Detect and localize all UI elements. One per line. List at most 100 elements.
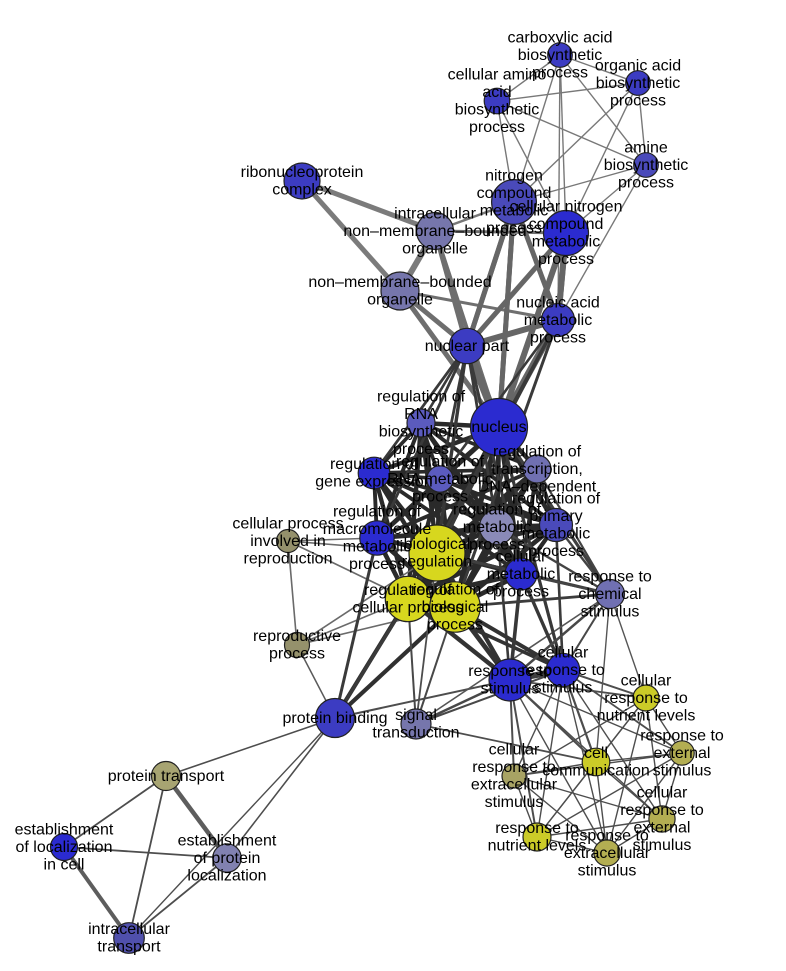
svg-text:intracellular: intracellular <box>394 205 476 222</box>
svg-text:acid: acid <box>482 84 511 101</box>
svg-text:signal: signal <box>395 707 437 724</box>
svg-text:localization: localization <box>187 867 266 884</box>
svg-text:biosynthetic: biosynthetic <box>379 424 464 441</box>
svg-text:process: process <box>412 488 468 505</box>
svg-text:response to: response to <box>604 690 688 707</box>
svg-text:carboxylic acid: carboxylic acid <box>508 29 613 46</box>
svg-text:process: process <box>538 251 594 268</box>
svg-text:cellular amino: cellular amino <box>448 67 547 84</box>
svg-text:stimulus: stimulus <box>534 679 593 696</box>
svg-text:stimulus: stimulus <box>481 681 540 698</box>
svg-text:regulation of: regulation of <box>330 456 419 473</box>
svg-text:process: process <box>486 220 542 237</box>
svg-text:process: process <box>269 646 325 663</box>
svg-text:biological: biological <box>404 536 471 553</box>
svg-text:nuclear part: nuclear part <box>425 338 510 355</box>
svg-text:cellular: cellular <box>621 672 672 689</box>
svg-text:biological: biological <box>422 599 489 616</box>
svg-text:metabolic: metabolic <box>343 539 411 556</box>
svg-text:gene expression: gene expression <box>315 474 432 491</box>
svg-text:reproduction: reproduction <box>244 550 333 567</box>
svg-text:regulation of: regulation of <box>493 443 582 460</box>
svg-text:chemical: chemical <box>578 586 641 603</box>
svg-text:process: process <box>393 441 449 458</box>
svg-text:process: process <box>610 92 666 109</box>
svg-text:RNA: RNA <box>404 406 438 423</box>
svg-text:metabolic: metabolic <box>524 312 592 329</box>
svg-text:stimulus: stimulus <box>485 794 544 811</box>
svg-text:organelle: organelle <box>402 240 468 257</box>
svg-text:extracellular: extracellular <box>564 845 651 862</box>
svg-text:regulation of: regulation of <box>364 582 453 599</box>
svg-text:macromolecule: macromolecule <box>323 521 432 538</box>
svg-text:stimulus: stimulus <box>578 862 637 879</box>
svg-text:organic acid: organic acid <box>595 57 681 74</box>
svg-text:organelle: organelle <box>367 292 433 309</box>
svg-text:biosynthetic: biosynthetic <box>604 157 689 174</box>
svg-text:metabolic: metabolic <box>487 566 555 583</box>
svg-text:response to: response to <box>521 662 605 679</box>
svg-text:response to: response to <box>565 827 649 844</box>
svg-text:process: process <box>618 174 674 191</box>
svg-text:cellular: cellular <box>496 548 547 565</box>
svg-text:process: process <box>493 583 549 600</box>
svg-text:cellular: cellular <box>637 785 688 802</box>
svg-text:cellular nitrogen: cellular nitrogen <box>510 199 623 216</box>
svg-text:compound: compound <box>477 185 552 202</box>
svg-text:nitrogen: nitrogen <box>485 168 543 185</box>
svg-text:regulation of: regulation of <box>411 581 500 598</box>
svg-text:extracellular: extracellular <box>471 777 558 794</box>
svg-text:response to: response to <box>495 820 579 837</box>
svg-text:amine: amine <box>624 139 668 156</box>
svg-text:communication: communication <box>542 763 650 780</box>
svg-text:biosynthetic: biosynthetic <box>596 75 681 92</box>
svg-text:regulation of: regulation of <box>377 389 466 406</box>
svg-text:nutrient levels: nutrient levels <box>597 707 696 724</box>
svg-text:reproductive: reproductive <box>253 628 341 645</box>
svg-text:biosynthetic: biosynthetic <box>455 102 540 119</box>
svg-text:protein transport: protein transport <box>108 768 225 785</box>
svg-text:involved in: involved in <box>250 533 326 550</box>
svg-text:stimulus: stimulus <box>653 762 712 779</box>
svg-text:stimulus: stimulus <box>581 603 640 620</box>
svg-text:regulation of: regulation of <box>512 491 601 508</box>
svg-text:metabolic: metabolic <box>480 203 548 220</box>
svg-text:transcription,: transcription, <box>491 461 583 478</box>
svg-text:regulation of: regulation of <box>453 501 542 518</box>
svg-text:metabolic: metabolic <box>522 526 590 543</box>
svg-text:cellular: cellular <box>538 644 589 661</box>
svg-text:ribonucleoprotein: ribonucleoprotein <box>241 164 364 181</box>
svg-text:process: process <box>530 329 586 346</box>
svg-text:intracellular: intracellular <box>88 921 170 938</box>
svg-text:cell: cell <box>584 745 608 762</box>
svg-text:response to: response to <box>620 802 704 819</box>
svg-text:metabolic: metabolic <box>532 234 600 251</box>
svg-text:cellular: cellular <box>489 742 540 759</box>
svg-text:establishment: establishment <box>15 821 114 838</box>
svg-text:nucleic acid: nucleic acid <box>516 294 600 311</box>
svg-text:of localization: of localization <box>16 839 113 856</box>
svg-text:RNA metabolic: RNA metabolic <box>387 471 493 488</box>
svg-text:external: external <box>634 820 691 837</box>
svg-text:nucleus: nucleus <box>471 419 526 436</box>
svg-text:regulation: regulation <box>402 554 472 571</box>
svg-text:non–membrane–bounded: non–membrane–bounded <box>343 223 526 240</box>
svg-text:DNA–dependent: DNA–dependent <box>478 478 597 495</box>
svg-text:response to: response to <box>640 727 724 744</box>
svg-text:process: process <box>349 556 405 573</box>
svg-text:non–membrane–bounded: non–membrane–bounded <box>308 274 491 291</box>
svg-text:of protein: of protein <box>194 850 261 867</box>
svg-text:process: process <box>532 64 588 81</box>
svg-text:protein binding: protein binding <box>283 710 388 727</box>
svg-text:cellular process: cellular process <box>232 515 343 532</box>
svg-text:process: process <box>469 536 525 553</box>
svg-text:transport: transport <box>97 939 161 956</box>
svg-text:response to: response to <box>568 568 652 585</box>
svg-text:establishment: establishment <box>178 832 277 849</box>
svg-text:biosynthetic: biosynthetic <box>518 47 603 64</box>
svg-text:cellular process: cellular process <box>352 600 463 617</box>
svg-text:regulation of: regulation of <box>333 504 422 521</box>
svg-text:compound: compound <box>529 216 604 233</box>
svg-text:nutrient levels: nutrient levels <box>488 838 587 855</box>
svg-text:primary: primary <box>529 508 582 525</box>
